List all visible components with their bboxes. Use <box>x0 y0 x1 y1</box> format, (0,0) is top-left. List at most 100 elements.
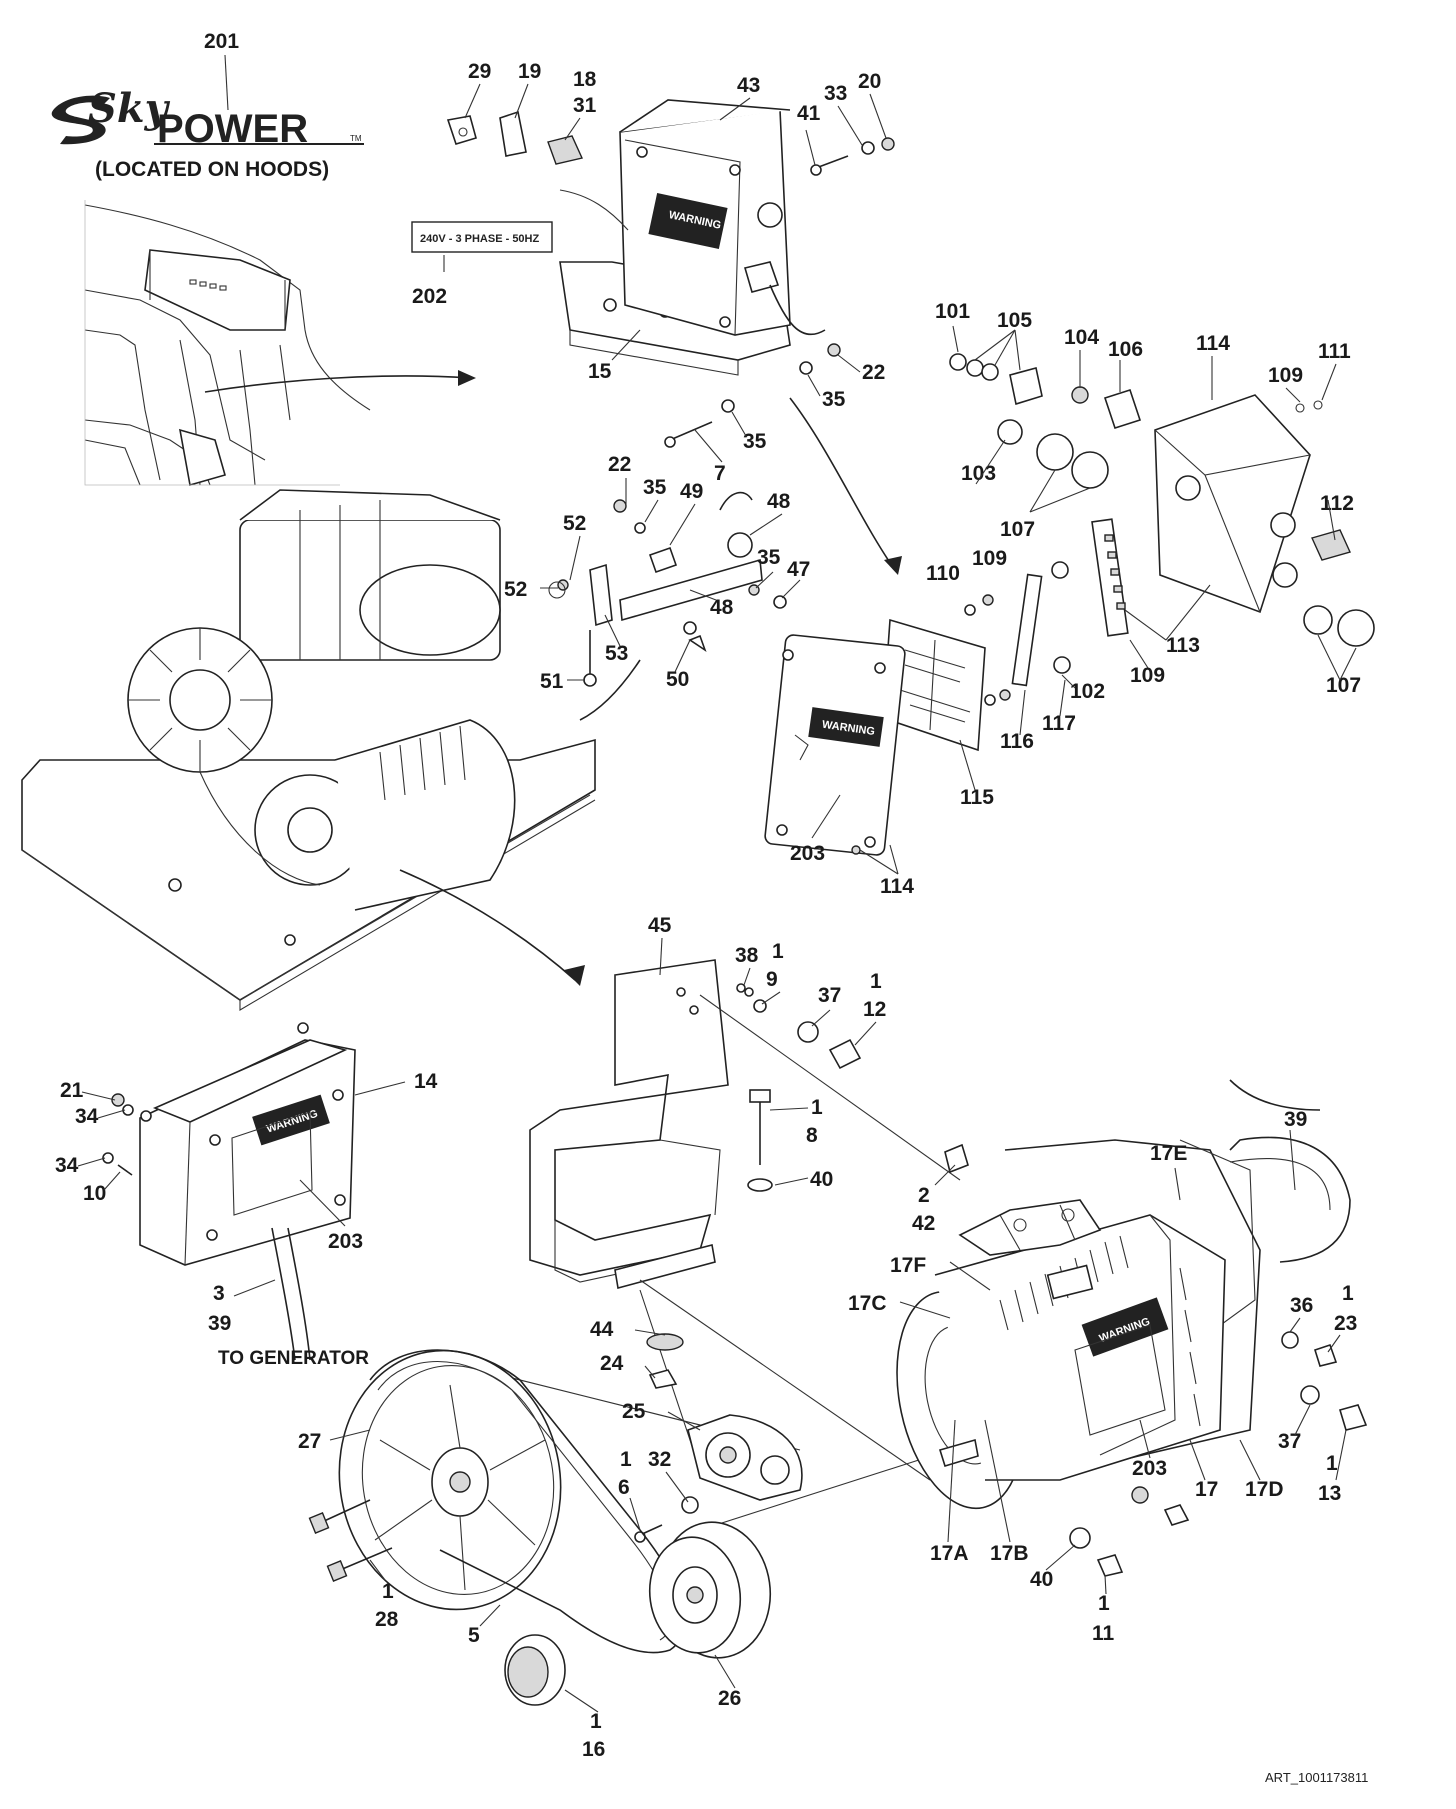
pulley-bolts-28 <box>308 1499 393 1582</box>
callout-13: 13 <box>1318 1482 1341 1505</box>
callout-15: 15 <box>588 360 612 383</box>
callout-48-top: 48 <box>767 490 791 513</box>
callout-42: 42 <box>912 1212 935 1235</box>
cover-panel-203: WARNING <box>764 634 906 856</box>
pulley-27 <box>338 1349 562 1611</box>
arrow-to-junction-box <box>789 397 896 571</box>
bracket-hardware <box>664 343 841 448</box>
logo-tm: TM <box>350 134 362 143</box>
callout-34-b: 34 <box>55 1154 79 1177</box>
callout-26: 26 <box>718 1687 741 1710</box>
logo-subtitle: (LOCATED ON HOODS) <box>95 158 329 181</box>
enclosure-14: WARNING <box>139 1022 356 1361</box>
callout-20: 20 <box>858 70 881 93</box>
callout-39-a: 39 <box>208 1312 231 1335</box>
callout-51: 51 <box>540 670 564 693</box>
callout-29: 29 <box>468 60 491 83</box>
to-generator-label: TO GENERATOR <box>218 1348 369 1369</box>
callout-111: 111 <box>1318 340 1351 363</box>
callout-50: 50 <box>666 668 689 691</box>
callout-labels: 201 202 29 19 18 31 43 41 33 20 15 22 35… <box>55 30 1368 1785</box>
pulley-26 <box>648 1521 772 1659</box>
callout-27: 27 <box>298 1430 321 1453</box>
callout-1-a: 1 <box>772 940 784 963</box>
callout-1-i: 1 <box>590 1710 602 1733</box>
control-box-43: WARNING <box>559 99 826 376</box>
logo-sky-text: Sky <box>88 85 171 132</box>
art-number: ART_1001173811 <box>1265 1770 1368 1785</box>
callout-38: 38 <box>735 944 759 967</box>
callout-2: 2 <box>918 1184 930 1207</box>
callout-9: 9 <box>766 968 778 991</box>
belt-tensioner-25 <box>634 1414 803 1543</box>
callout-103: 103 <box>961 462 996 485</box>
hub-16 <box>504 1634 566 1706</box>
callout-101: 101 <box>935 300 970 323</box>
callout-114-bottom: 114 <box>880 875 914 898</box>
voltage-decal: 240V - 3 PHASE - 50HZ <box>411 221 553 253</box>
callout-52-b: 52 <box>504 578 527 601</box>
callout-44: 44 <box>590 1318 614 1341</box>
callout-11: 11 <box>1092 1622 1115 1645</box>
bracket-bolts-upper <box>646 983 969 1389</box>
callout-32: 32 <box>648 1448 671 1471</box>
skypower-logo: Sky POWER TM (LOCATED ON HOODS) <box>51 85 364 181</box>
callout-112: 112 <box>1320 492 1354 515</box>
callout-1-f: 1 <box>620 1448 632 1471</box>
arrow-to-generator-assembly <box>399 869 576 981</box>
callout-41: 41 <box>797 102 821 125</box>
callout-113: 113 <box>1166 634 1200 657</box>
callout-14: 14 <box>414 1070 438 1093</box>
callout-109-c: 109 <box>1130 664 1165 687</box>
generator-17: WARNING <box>896 1079 1351 1510</box>
callout-17B: 17B <box>990 1542 1029 1565</box>
callout-35-d: 35 <box>757 546 781 569</box>
callout-10: 10 <box>83 1182 106 1205</box>
callout-203-generator: 203 <box>1132 1457 1167 1480</box>
callout-49: 49 <box>680 480 703 503</box>
callout-16: 16 <box>582 1738 605 1761</box>
callout-117: 117 <box>1042 712 1076 735</box>
callout-201: 201 <box>204 30 239 53</box>
callout-109-a: 109 <box>1268 364 1303 387</box>
callout-17A: 17A <box>930 1542 969 1565</box>
callout-34-a: 34 <box>75 1105 99 1128</box>
callout-17C: 17C <box>848 1292 887 1315</box>
callout-25: 25 <box>622 1400 646 1423</box>
callout-1-g: 1 <box>1098 1592 1110 1615</box>
callout-17F: 17F <box>890 1254 926 1277</box>
voltage-decal-text: 240V - 3 PHASE - 50HZ <box>420 233 539 245</box>
callout-104: 104 <box>1064 326 1099 349</box>
callout-18: 18 <box>573 68 597 91</box>
callout-5: 5 <box>468 1624 480 1647</box>
callout-24: 24 <box>600 1352 624 1375</box>
callout-106: 106 <box>1108 338 1143 361</box>
hood-inset-drawing <box>84 200 476 487</box>
callout-7: 7 <box>714 462 726 485</box>
enclosure-hardware <box>102 1093 134 1176</box>
generator-hardware <box>1069 1331 1368 1577</box>
callout-1-c: 1 <box>811 1096 823 1119</box>
callout-45: 45 <box>648 914 672 937</box>
callout-39-b: 39 <box>1284 1108 1307 1131</box>
callout-1-d: 1 <box>1342 1282 1354 1305</box>
callout-8: 8 <box>806 1124 818 1147</box>
callout-17: 17 <box>1195 1478 1218 1501</box>
callout-105: 105 <box>997 309 1032 332</box>
callout-21: 21 <box>60 1079 84 1102</box>
callout-23: 23 <box>1334 1312 1357 1335</box>
callout-203-panel: 203 <box>790 842 825 865</box>
callout-36: 36 <box>1290 1294 1313 1317</box>
callout-31: 31 <box>573 94 597 117</box>
callout-114-top: 114 <box>1196 332 1230 355</box>
callout-6: 6 <box>618 1476 630 1499</box>
callout-203-enclosure: 203 <box>328 1230 363 1253</box>
callout-3: 3 <box>213 1282 225 1305</box>
callout-22-top: 22 <box>862 361 885 384</box>
callout-40-b: 40 <box>1030 1568 1053 1591</box>
callout-52-a: 52 <box>563 512 586 535</box>
callout-19: 19 <box>518 60 541 83</box>
junction-box-114 <box>1091 394 1375 647</box>
callout-37-a: 37 <box>818 984 841 1007</box>
callout-12: 12 <box>863 998 886 1021</box>
